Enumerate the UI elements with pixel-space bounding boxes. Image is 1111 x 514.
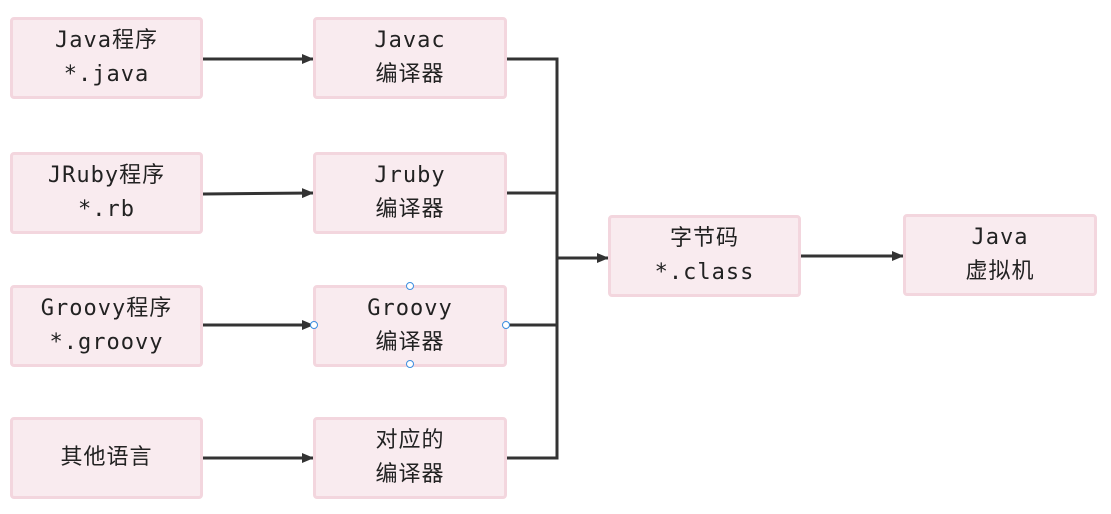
other-compiler-label: 编译器 [375,462,445,487]
groovy-source-node[interactable]: Groovy程序 *.groovy [10,285,203,367]
jruby-compiler-label: 编译器 [375,197,445,222]
jvm-name: Java [971,225,1029,250]
selection-handle-left[interactable] [310,321,318,329]
selection-handle-top[interactable] [406,282,414,290]
selection-handle-right[interactable] [502,321,510,329]
bytecode-ext: *.class [654,260,755,285]
javac-compiler-label: 编译器 [375,62,445,87]
jruby-source-ext: *.rb [78,197,135,222]
selection-handle-bottom[interactable] [406,360,414,368]
groovy-compiler-node[interactable]: Groovy 编译器 [313,285,507,367]
java-source-ext: *.java [63,62,150,87]
javac-compiler-name: Javac [374,28,446,53]
other-compiler-name: 对应的 [375,428,445,453]
jvm-node[interactable]: Java 虚拟机 [903,214,1097,296]
groovy-compiler-name: Groovy [367,296,453,321]
other-language-node[interactable]: 其他语言 [10,417,203,499]
javac-compiler-node[interactable]: Javac 编译器 [313,17,507,99]
jvm-label: 虚拟机 [965,259,1035,284]
groovy-source-ext: *.groovy [49,330,164,355]
bytecode-label: 字节码 [669,226,739,251]
other-compiler-node[interactable]: 对应的 编译器 [313,417,507,499]
groovy-compiler-label: 编译器 [375,330,445,355]
java-source-node[interactable]: Java程序 *.java [10,17,203,99]
jruby-compiler-node[interactable]: Jruby 编译器 [313,152,507,234]
bytecode-node[interactable]: 字节码 *.class [608,215,801,297]
edge-javac-to-bus [507,57,559,258]
edge-other-comp-to-bus [507,258,559,460]
java-source-label: Java程序 [55,28,158,53]
jruby-compiler-name: Jruby [374,163,446,188]
other-language-label: 其他语言 [60,445,153,470]
edge-jruby-to-compiler [202,188,314,199]
jruby-source-label: JRuby程序 [47,163,166,188]
groovy-source-label: Groovy程序 [40,296,173,321]
jruby-source-node[interactable]: JRuby程序 *.rb [10,152,203,234]
